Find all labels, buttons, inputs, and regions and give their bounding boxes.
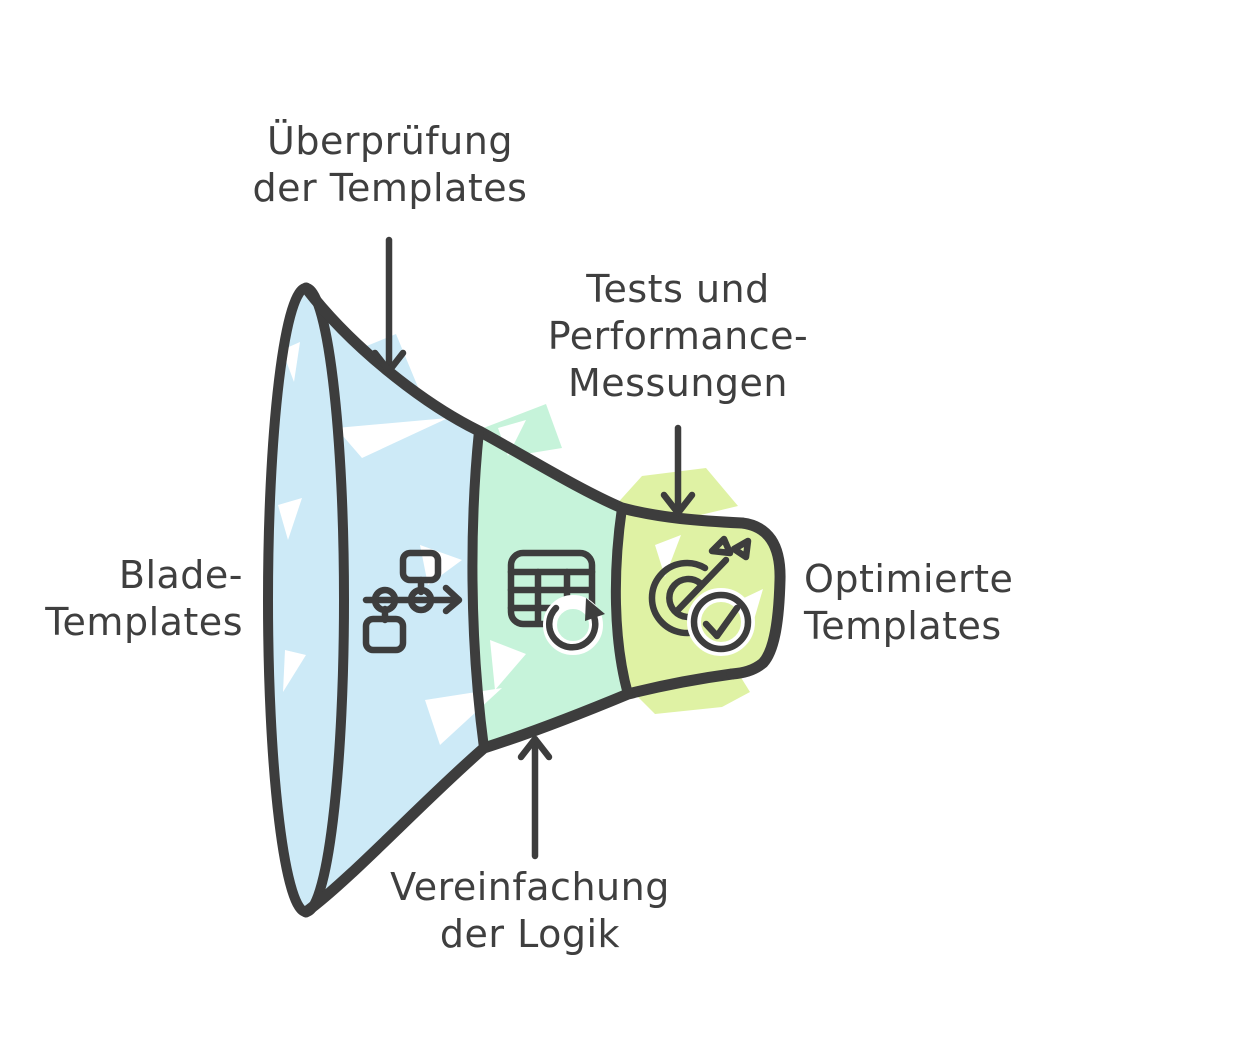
refresh-arc [546, 604, 599, 651]
stage-divider-2 [610, 503, 633, 699]
funnel-end-cap [726, 517, 786, 680]
target-outer-arc [648, 559, 709, 637]
label-tests-line3: Messungen [567, 361, 788, 405]
label-input-line2: Templates [45, 600, 243, 644]
flowchart-icon [362, 549, 463, 654]
label-input: Blade- Templates [0, 552, 243, 646]
dart-fletch [730, 537, 752, 561]
texture-slash [490, 640, 526, 690]
flow-node [407, 586, 435, 614]
label-tests-line1: Tests und [586, 267, 770, 311]
table-refresh-icon [507, 549, 605, 655]
flow-arrowhead [442, 584, 463, 615]
label-output-line2: Templates [804, 604, 1002, 648]
label-review-line1: Überprüfung [267, 119, 513, 163]
label-tests-line2: Performance- [547, 314, 809, 358]
label-simplify: Vereinfachung der Logik [305, 864, 755, 958]
label-review-line2: der Templates [252, 166, 528, 210]
label-output-line1: Optimierte [804, 557, 1014, 601]
label-output: Optimierte Templates [804, 556, 1184, 650]
label-tests: Tests und Performance- Messungen [453, 266, 903, 407]
label-simplify-line2: der Logik [439, 912, 621, 956]
texture-slash [336, 418, 448, 458]
funnel-outline [263, 282, 786, 918]
check-mark [702, 604, 741, 640]
stage-divider-1 [467, 426, 489, 753]
texture-slash [655, 535, 681, 577]
check-circle [690, 591, 752, 653]
funnel-bottom-edge [300, 668, 738, 918]
flow-box-bottom [362, 615, 407, 654]
flow-node [371, 586, 399, 614]
funnel-top-edge [300, 282, 748, 529]
arrow-down-review-head [371, 349, 407, 375]
label-review: Überprüfung der Templates [165, 118, 615, 212]
texture-slash [744, 589, 763, 630]
dart-shaft [672, 556, 730, 616]
annotation-arrows [371, 236, 696, 860]
dart-fletch [708, 535, 734, 557]
sketch-overstroke [533, 459, 613, 504]
arrow-down-tests-head [660, 491, 696, 517]
label-input-line1: Blade- [118, 553, 243, 597]
texture-slash [283, 650, 306, 692]
label-simplify-line1: Vereinfachung [390, 865, 670, 909]
target-check-icon [648, 535, 755, 656]
arrow-up-simplify-head [517, 735, 553, 761]
texture-slash [278, 498, 302, 540]
flow-box-top [399, 549, 442, 584]
refresh-arrowhead [585, 598, 605, 621]
